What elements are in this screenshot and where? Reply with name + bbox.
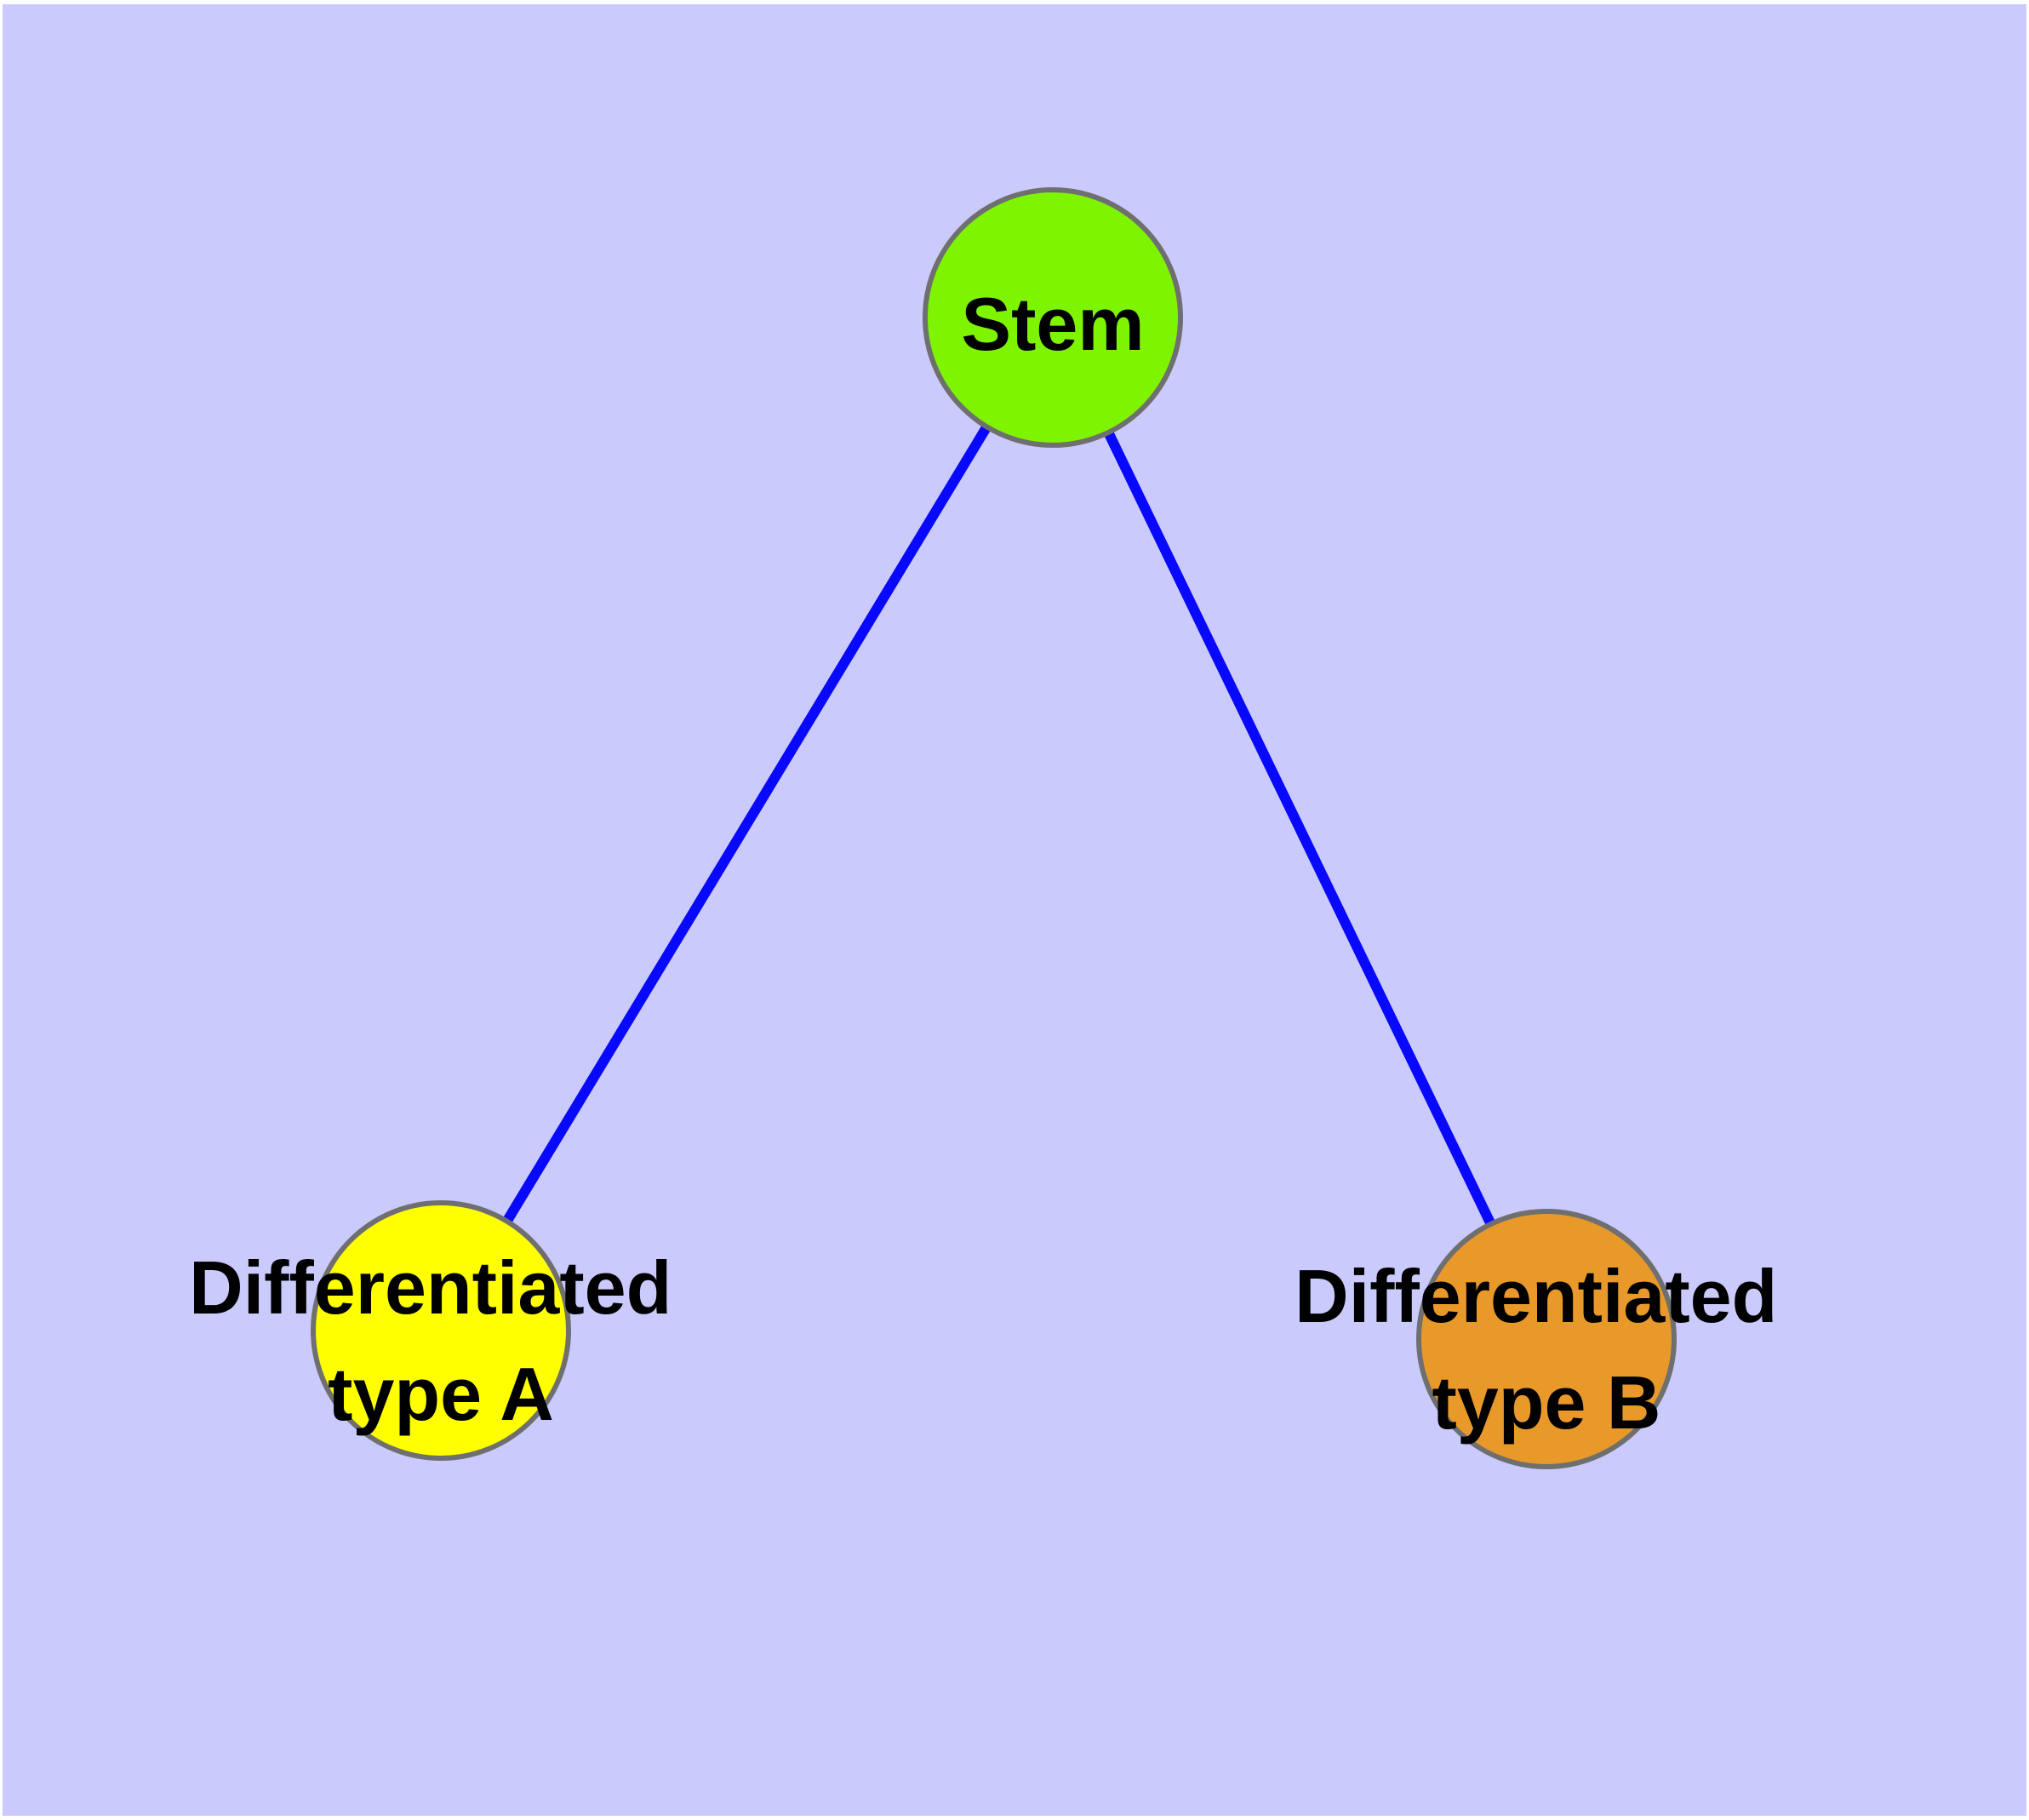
node-type-b-label: Differentiated type B <box>1295 1254 1798 1445</box>
node-type-b-circle <box>1416 1209 1677 1469</box>
node-type-a-label: Differentiated type A <box>189 1245 693 1436</box>
edge-stem-to-type-a <box>436 314 1058 1334</box>
node-stem-label: Stem <box>961 282 1144 366</box>
node-type-a-label-line2: type A <box>328 1352 554 1436</box>
node-type-b-label-line1: Differentiated <box>1295 1254 1777 1338</box>
edge-stem-to-type-b <box>1048 315 1552 1342</box>
node-type-a-label-line1: Differentiated <box>189 1245 672 1330</box>
node-type-b-label-line2: type B <box>1432 1360 1661 1445</box>
node-stem-circle <box>923 187 1183 448</box>
node-type-a-circle <box>311 1200 571 1461</box>
